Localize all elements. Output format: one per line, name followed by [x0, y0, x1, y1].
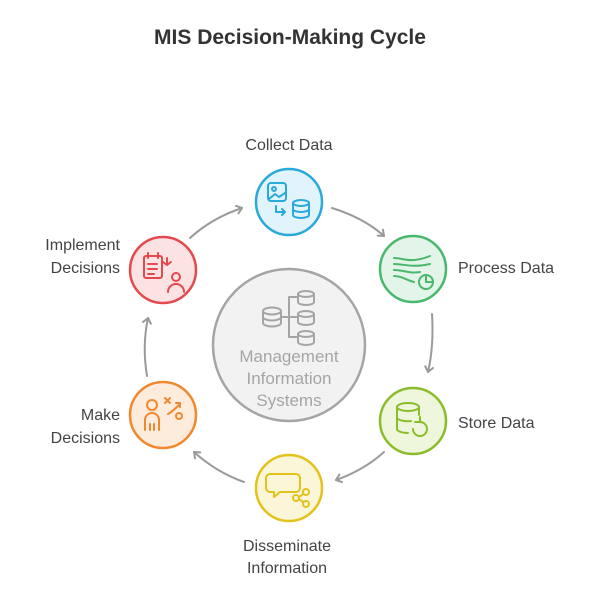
step-collect-data: Collect Data	[245, 137, 333, 237]
step-process-data: Process Data	[378, 234, 554, 304]
step-process-data-label: Process Data	[458, 260, 554, 277]
step-collect-data-label: Collect Data	[245, 137, 332, 154]
arrow-process-to-store	[424, 313, 435, 373]
arrow-store-to-disseminate	[335, 451, 385, 484]
arrow-implement-to-collect	[189, 204, 243, 239]
center-label-line1: Management	[239, 347, 339, 366]
center-label-line3: Systems	[256, 391, 321, 410]
flow-chart-icon	[393, 255, 434, 290]
step-make-decisions: Make Decisions	[51, 380, 198, 450]
step-disseminate-label-line2: Information	[247, 560, 327, 577]
step-implement-decisions: Implement Decisions	[45, 235, 198, 305]
step-implement-label-line2: Decisions	[51, 260, 120, 277]
step-make-decisions-label-line2: Decisions	[51, 430, 120, 447]
image-database-icon	[267, 182, 310, 219]
database-network-icon	[262, 290, 315, 346]
cycle-arrows	[142, 204, 435, 484]
chat-share-icon	[265, 473, 310, 508]
strategy-person-icon	[144, 397, 183, 431]
arrow-decide-to-implement	[142, 317, 152, 377]
step-store-data-label: Store Data	[458, 415, 535, 432]
center-label-line2: Information	[246, 369, 331, 388]
step-implement-label-line1: Implement	[45, 237, 120, 254]
arrow-disseminate-to-decide	[193, 451, 245, 483]
step-make-decisions-label-line1: Make	[81, 407, 120, 424]
arrow-collect-to-process	[331, 207, 385, 237]
step-disseminate-information: Disseminate Information	[243, 453, 331, 577]
step-store-data: Store Data	[378, 386, 535, 456]
database-refresh-icon	[396, 402, 428, 437]
center-hub: Management Information Systems	[211, 267, 367, 423]
step-disseminate-label-line1: Disseminate	[243, 538, 331, 555]
checklist-person-icon	[143, 252, 185, 293]
diagram-title: MIS Decision-Making Cycle	[154, 26, 426, 49]
